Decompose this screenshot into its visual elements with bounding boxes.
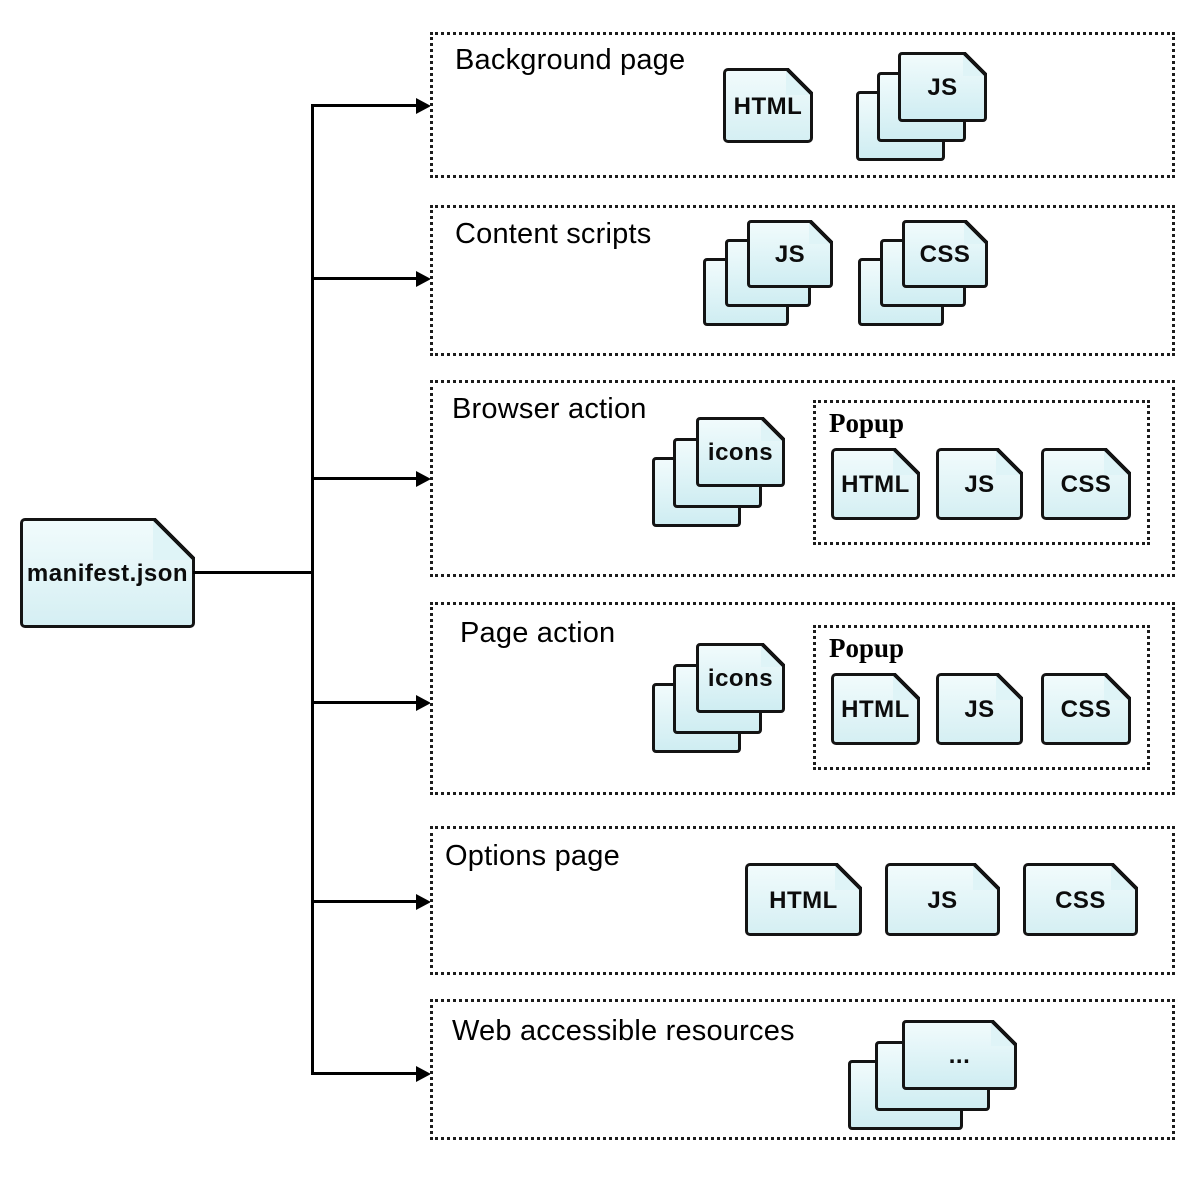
manifest-connector-line xyxy=(193,571,313,574)
folded-corner-icon xyxy=(963,52,987,76)
arrowhead-browser-action xyxy=(416,471,431,487)
arrowhead-options-page xyxy=(416,894,431,910)
section-web-accessible-resources xyxy=(430,999,1175,1140)
folded-corner-icon xyxy=(991,1020,1017,1046)
file-stack-icons: icons xyxy=(652,417,785,528)
stack-sheet-front: CSS xyxy=(902,220,988,288)
branch-line-browser-action xyxy=(311,477,417,480)
folded-corner-icon xyxy=(835,863,862,890)
section-title-options-page: Options page xyxy=(445,840,620,872)
folded-corner-icon xyxy=(996,448,1023,475)
stack-sheet-front: icons xyxy=(696,643,785,713)
trunk-line xyxy=(311,104,314,1075)
section-title-page-action: Page action xyxy=(460,617,616,649)
file-icon-css: CSS xyxy=(1023,863,1138,936)
section-title-background-page: Background page xyxy=(455,44,686,76)
file-icon-html: HTML xyxy=(831,673,920,745)
file-icon-js: JS xyxy=(936,673,1023,745)
manifest-json-file-icon: manifest.json xyxy=(20,518,195,628)
arrowhead-web-accessible-resources xyxy=(416,1066,431,1082)
file-icon-js: JS xyxy=(885,863,1000,936)
file-icon-html: HTML xyxy=(745,863,862,936)
file-stack-resources: ... xyxy=(848,1020,1017,1130)
branch-line-content-scripts xyxy=(311,277,417,280)
folded-corner-icon xyxy=(964,220,988,244)
popup-title: Popup xyxy=(829,408,905,438)
branch-line-page-action xyxy=(311,701,417,704)
stack-sheet-front: JS xyxy=(898,52,987,122)
manifest-json-label: manifest.json xyxy=(26,560,189,587)
folded-corner-icon xyxy=(1104,673,1131,700)
folded-corner-icon xyxy=(761,417,785,441)
file-icon-js: JS xyxy=(936,448,1023,520)
file-stack-css: CSS xyxy=(858,220,988,326)
folded-corner-icon xyxy=(973,863,1000,890)
folded-corner-icon xyxy=(786,68,813,95)
file-icon-css: CSS xyxy=(1041,673,1131,745)
arrowhead-content-scripts xyxy=(416,271,431,287)
folded-corner-icon xyxy=(809,220,833,244)
folded-corner-icon xyxy=(893,673,920,700)
branch-line-options-page xyxy=(311,900,417,903)
folded-corner-icon xyxy=(761,643,785,667)
popup-title: Popup xyxy=(829,633,905,663)
file-icon-html: HTML xyxy=(723,68,813,143)
stack-sheet-front: JS xyxy=(747,220,833,288)
arrowhead-page-action xyxy=(416,695,431,711)
branch-line-background-page xyxy=(311,104,417,107)
section-title-content-scripts: Content scripts xyxy=(455,218,652,250)
stack-sheet-front: icons xyxy=(696,417,785,487)
arrowhead-background-page xyxy=(416,98,431,114)
file-icon-css: CSS xyxy=(1041,448,1131,520)
folded-corner-icon xyxy=(893,448,920,475)
stack-sheet-front: ... xyxy=(902,1020,1017,1090)
section-title-browser-action: Browser action xyxy=(452,393,647,425)
file-stack-js: JS xyxy=(856,52,987,161)
folded-corner-icon xyxy=(1111,863,1138,890)
file-stack-js: JS xyxy=(703,220,833,326)
folded-corner-icon xyxy=(153,518,195,560)
file-stack-icons: icons xyxy=(652,643,785,754)
folded-corner-icon xyxy=(996,673,1023,700)
section-title-web-accessible-resources: Web accessible resources xyxy=(452,1015,795,1047)
folded-corner-icon xyxy=(1104,448,1131,475)
file-icon-html: HTML xyxy=(831,448,920,520)
branch-line-web-accessible-resources xyxy=(311,1072,417,1075)
